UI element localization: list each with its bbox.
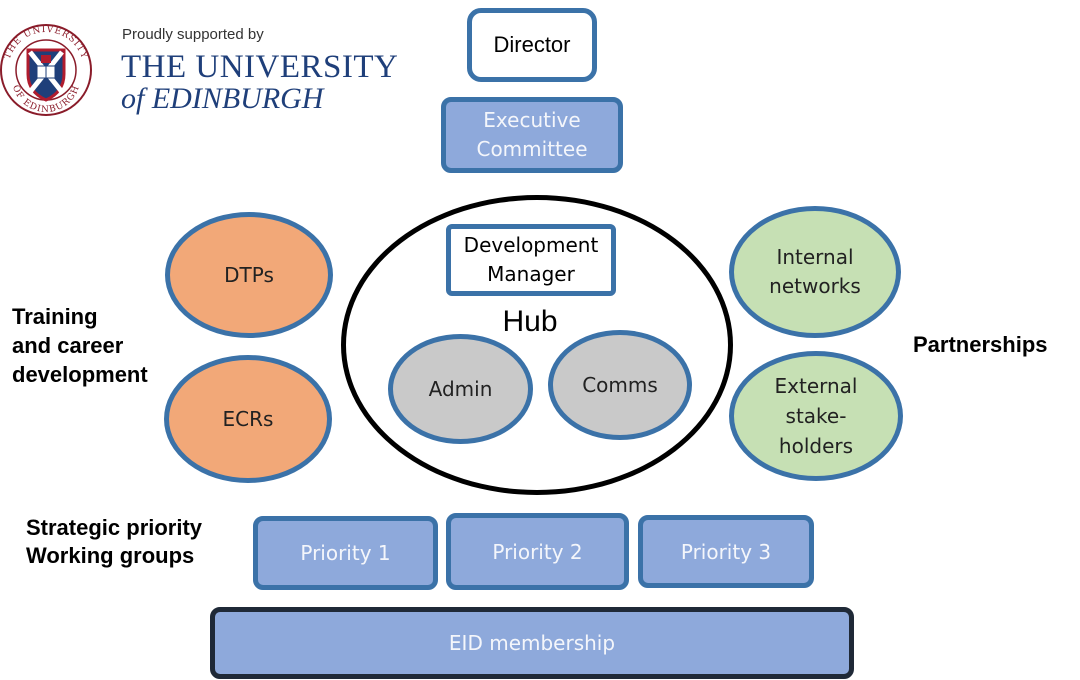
internal-networks-label: Internal networks (769, 245, 861, 298)
internal-networks-ellipse: Internal networks (729, 206, 901, 338)
university-name-line2: of EDINBURGH (121, 82, 324, 115)
eid-membership-box: EID membership (210, 607, 854, 679)
priority-3-box: Priority 3 (638, 515, 814, 588)
admin-label: Admin (428, 377, 493, 401)
university-name-line1: THE UNIVERSITY (121, 49, 399, 85)
hub-title: Hub (502, 305, 558, 338)
university-logo: THE UNIVERSITY OF EDINBURGH Proudly supp… (0, 10, 398, 125)
eid-membership-label: EID membership (448, 631, 616, 655)
comms-ellipse: Comms (548, 330, 692, 440)
director-box: Director (467, 8, 597, 82)
university-seal: THE UNIVERSITY OF EDINBURGH (0, 22, 102, 118)
shield-icon (26, 48, 66, 102)
priority-1-box: Priority 1 (253, 516, 438, 590)
priority-1-label: Priority 1 (300, 541, 391, 565)
priority-2-box: Priority 2 (446, 513, 629, 590)
partnerships-label: Partnerships (913, 332, 1048, 357)
comms-label: Comms (582, 373, 658, 397)
external-stakeholders-ellipse: External stake- holders (729, 351, 903, 481)
training-career-label: Training and career development (12, 304, 148, 387)
ecrs-label: ECRs (222, 407, 274, 431)
ecrs-ellipse: ECRs (164, 355, 332, 483)
dtps-label: DTPs (224, 263, 274, 287)
priority-3-label: Priority 3 (680, 539, 772, 564)
development-manager-box: Development Manager (446, 224, 616, 296)
working-groups-label: Strategic priority Working groups (26, 515, 203, 568)
development-manager-label: Development Manager (463, 233, 599, 286)
admin-ellipse: Admin (388, 334, 533, 444)
priority-2-label: Priority 2 (492, 539, 583, 564)
executive-committee-label: Executive Committee (476, 108, 588, 161)
director-label: Director (493, 32, 571, 57)
executive-committee-box: Executive Committee (441, 97, 623, 173)
external-stakeholders-label: External stake- holders (774, 374, 858, 458)
supported-by-text: Proudly supported by (122, 26, 264, 43)
dtps-ellipse: DTPs (165, 212, 333, 338)
